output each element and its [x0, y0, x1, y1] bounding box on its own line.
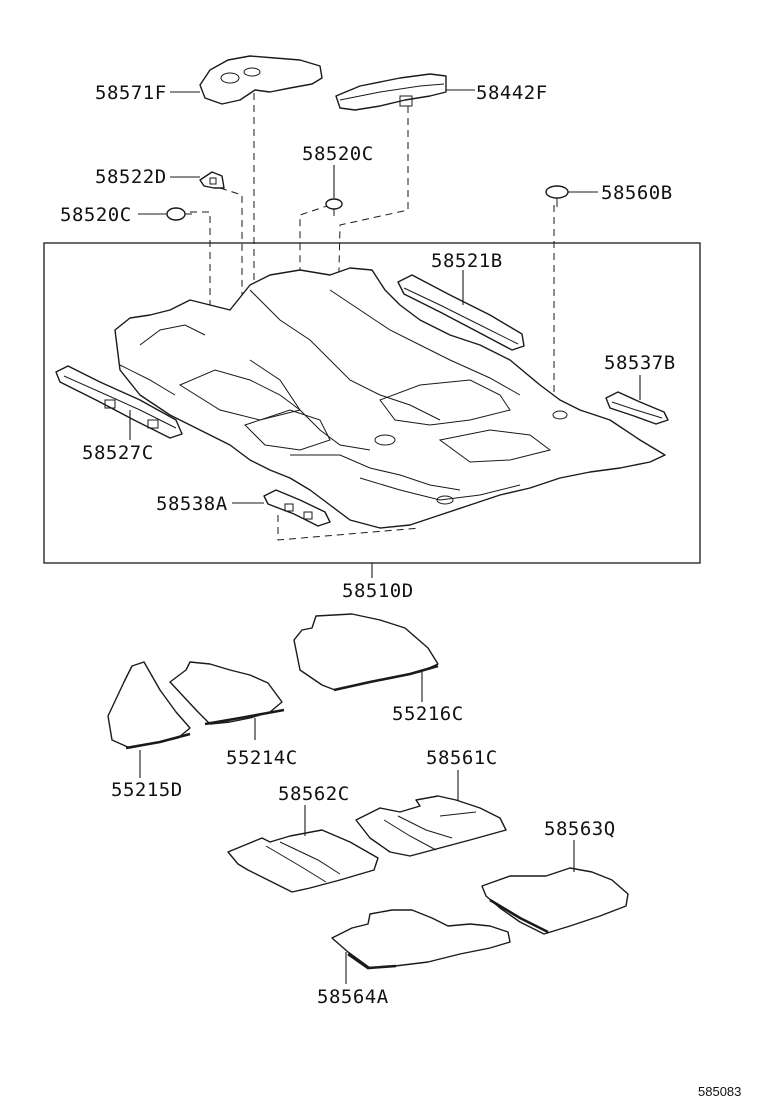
part-58522D[interactable] [199, 171, 225, 189]
part-58560B-clip[interactable] [545, 185, 569, 207]
part-58563Q[interactable] [481, 867, 629, 935]
label-58538A: 58538A [156, 493, 228, 515]
part-55216C[interactable] [293, 613, 439, 692]
label-58510D: 58510D [342, 580, 414, 602]
label-58561C: 58561C [426, 747, 498, 769]
label-58522D: 58522D [95, 166, 167, 188]
part-55215D[interactable] [107, 661, 191, 750]
label-55214C: 55214C [226, 747, 298, 769]
part-58521B[interactable] [397, 274, 525, 351]
label-58562C: 58562C [278, 783, 350, 805]
label-58563Q: 58563Q [544, 818, 616, 840]
part-55214C[interactable] [169, 661, 285, 726]
label-58520C-left: 58520C [60, 204, 132, 226]
label-58571F: 58571F [95, 82, 167, 104]
part-58520C-top-clip[interactable] [325, 198, 343, 216]
label-58537B: 58537B [604, 352, 676, 374]
label-58442F: 58442F [476, 82, 548, 104]
part-58520C-left-clip[interactable] [166, 207, 192, 221]
label-58520C-top: 58520C [302, 143, 374, 165]
part-58537B[interactable] [605, 391, 669, 425]
part-58562C[interactable] [227, 829, 379, 893]
label-55215D: 55215D [111, 779, 183, 801]
part-58571F[interactable] [199, 55, 323, 105]
part-58442F[interactable] [335, 73, 447, 111]
part-58564A[interactable] [331, 909, 511, 970]
label-58564A: 58564A [317, 986, 389, 1008]
part-58527C[interactable] [55, 365, 183, 439]
part-58510D-floor-carpet[interactable] [114, 267, 666, 529]
label-58521B: 58521B [431, 250, 503, 272]
diagram-reference-number: 585083 [698, 1084, 741, 1099]
part-58538A[interactable] [263, 489, 331, 527]
part-58561C[interactable] [355, 795, 507, 857]
label-58527C: 58527C [82, 442, 154, 464]
label-58560B: 58560B [601, 182, 673, 204]
label-55216C: 55216C [392, 703, 464, 725]
